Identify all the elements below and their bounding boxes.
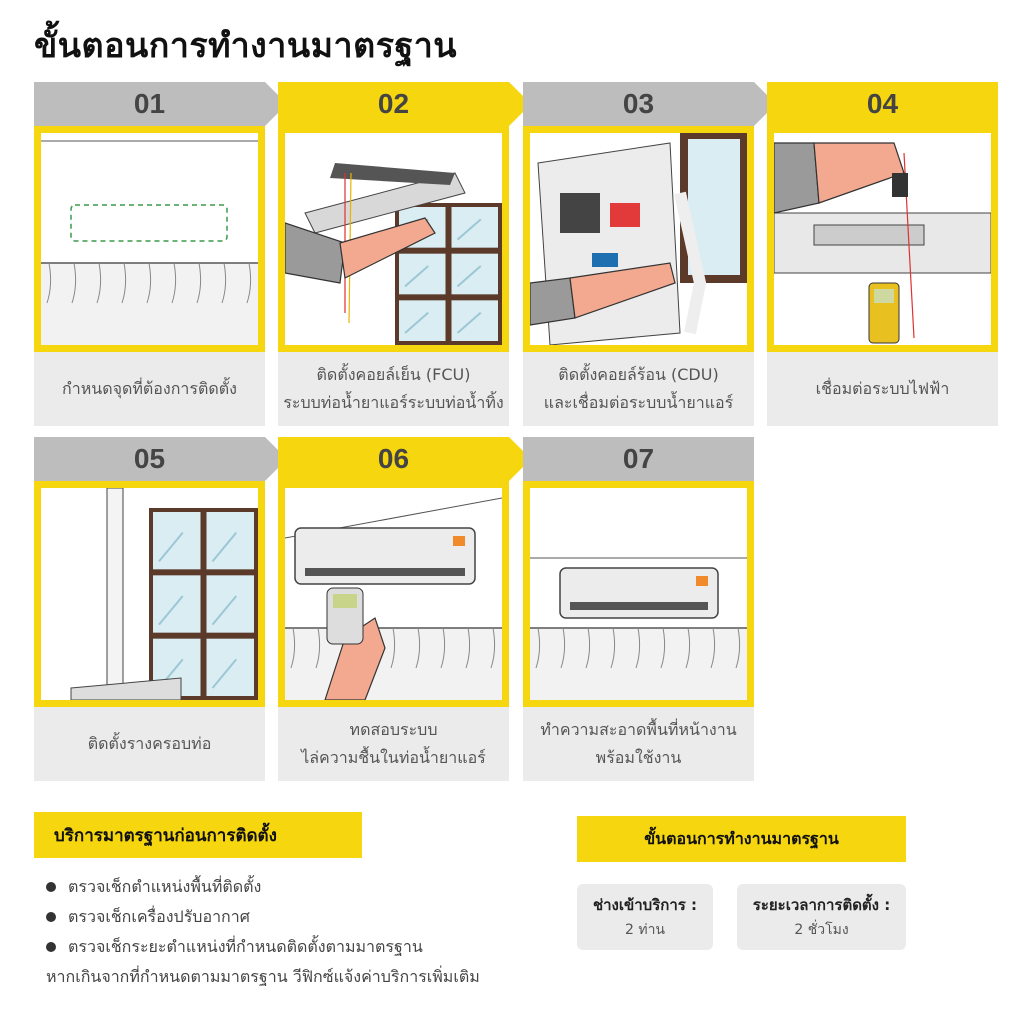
step-number: 03	[622, 88, 655, 119]
pre-service-item-line: หากเกินจากที่กำหนดตามมาตรฐาน วีฟิกซ์แจ้ง…	[46, 967, 480, 986]
pre-service-title: บริการมาตรฐานก่อนการติดตั้ง	[54, 825, 277, 846]
duration-label: ระยะเวลาการติดตั้ง :	[752, 896, 891, 914]
page-title: ขั้นตอนการทำงานมาตรฐาน	[34, 26, 458, 66]
install-indoor-unit-icon	[285, 133, 502, 345]
electrical-wiring-icon	[774, 133, 991, 345]
step-caption: ติดตั้งคอยล์เย็น (FCU) ระบบท่อน้ำยาแอร์ระ…	[278, 352, 509, 426]
step-arrow-shape	[523, 82, 776, 126]
pre-service-item-text: ตรวจเช็กเครื่องปรับอากาศ	[68, 902, 250, 932]
remote-test-icon	[285, 488, 502, 700]
step-number: 06	[377, 443, 410, 474]
pre-service-item-line: ตรวจเช็กเครื่องปรับอากาศ	[68, 907, 250, 926]
bullet-dot-icon	[46, 942, 56, 952]
step-arrow-shape	[34, 437, 287, 481]
step-number: 02	[377, 88, 410, 119]
step-illustration-frame	[278, 126, 509, 352]
pre-service-item-line: ตรวจเช็กตำแหน่งพื้นที่ติดตั้ง	[68, 877, 262, 896]
service-box-title: ขั้นตอนการทำงานมาตรฐาน	[644, 828, 839, 848]
step-caption-line: ไล่ความชื้นในท่อน้ำยาแอร์	[301, 748, 486, 767]
install-outdoor-unit-icon	[530, 133, 747, 345]
bullet-dot-icon	[46, 882, 56, 892]
step-illustration-frame	[34, 481, 265, 707]
step-caption-line: ทดสอบระบบ	[349, 720, 438, 739]
pre-service-item-text: ตรวจเช็กตำแหน่งพื้นที่ติดตั้ง	[68, 872, 261, 902]
step-caption: กำหนดจุดที่ต้องการติดตั้ง	[34, 352, 265, 426]
pre-service-item: ตรวจเช็กระยะตำแหน่งที่กำหนดติดตั้งตามมาต…	[46, 932, 480, 992]
step-caption: ทดสอบระบบไล่ความชื้นในท่อน้ำยาแอร์	[278, 707, 509, 781]
step-caption: ติดตั้งรางครอบท่อ	[34, 707, 265, 781]
step-arrow-shape	[767, 82, 998, 126]
technician-label: ช่างเข้าบริการ :	[592, 896, 698, 914]
pre-service-item-text: ตรวจเช็กระยะตำแหน่งที่กำหนดติดตั้งตามมาต…	[46, 932, 480, 992]
duration-value: 2 ชั่วโมง	[794, 922, 849, 938]
step-number: 04	[866, 88, 899, 119]
step-arrow-shape	[523, 437, 754, 481]
step-caption-line: กำหนดจุดที่ต้องการติดตั้ง	[62, 379, 237, 398]
pre-service-list: ตรวจเช็กตำแหน่งพื้นที่ติดตั้งตรวจเช็กเคร…	[46, 872, 480, 992]
pre-service-header: บริการมาตรฐานก่อนการติดตั้ง	[34, 812, 362, 858]
step-arrow-shape	[278, 437, 531, 481]
step-caption-line: ติดตั้งคอยล์ร้อน (CDU)	[558, 365, 719, 384]
step-caption-line: เชื่อมต่อระบบไฟฟ้า	[815, 379, 950, 398]
service-box-header: ขั้นตอนการทำงานมาตรฐาน	[577, 816, 906, 862]
step-illustration-frame	[523, 481, 754, 707]
pipe-cover-rail-icon	[41, 488, 258, 700]
ceiling-mark-icon	[41, 133, 258, 345]
step-caption-line: ระบบท่อน้ำยาแอร์ระบบท่อน้ำทิ้ง	[283, 393, 504, 412]
step-arrow-shape	[34, 82, 287, 126]
step-caption: เชื่อมต่อระบบไฟฟ้า	[767, 352, 998, 426]
step-arrow-shape	[278, 82, 531, 126]
duration-card: ระยะเวลาการติดตั้ง : 2 ชั่วโมง	[737, 884, 906, 950]
technician-value: 2 ท่าน	[624, 922, 666, 938]
pre-service-item: ตรวจเช็กตำแหน่งพื้นที่ติดตั้ง	[46, 872, 480, 902]
pre-service-item: ตรวจเช็กเครื่องปรับอากาศ	[46, 902, 480, 932]
step-illustration-frame	[34, 126, 265, 352]
step-caption: ทำความสะอาดพื้นที่หน้างานพร้อมใช้งาน	[523, 707, 754, 781]
bullet-dot-icon	[46, 912, 56, 922]
clean-area-icon	[530, 488, 747, 700]
step-caption-line: ติดตั้งรางครอบท่อ	[87, 734, 212, 753]
pre-service-item-line: ตรวจเช็กระยะตำแหน่งที่กำหนดติดตั้งตามมาต…	[68, 937, 423, 956]
step-caption-line: ทำความสะอาดพื้นที่หน้างาน	[540, 720, 737, 739]
step-number: 05	[133, 443, 166, 474]
step-number: 01	[133, 88, 166, 119]
step-caption-line: ติดตั้งคอยล์เย็น (FCU)	[316, 365, 471, 384]
technician-card: ช่างเข้าบริการ : 2 ท่าน	[577, 884, 713, 950]
step-illustration-frame	[767, 126, 998, 352]
step-illustration-frame	[278, 481, 509, 707]
step-caption-line: และเชื่อมต่อระบบน้ำยาแอร์	[543, 393, 734, 412]
step-number: 07	[622, 443, 655, 474]
step-caption-line: พร้อมใช้งาน	[595, 748, 682, 767]
step-illustration-frame	[523, 126, 754, 352]
step-caption: ติดตั้งคอยล์ร้อน (CDU) และเชื่อมต่อระบบน้…	[523, 352, 754, 426]
